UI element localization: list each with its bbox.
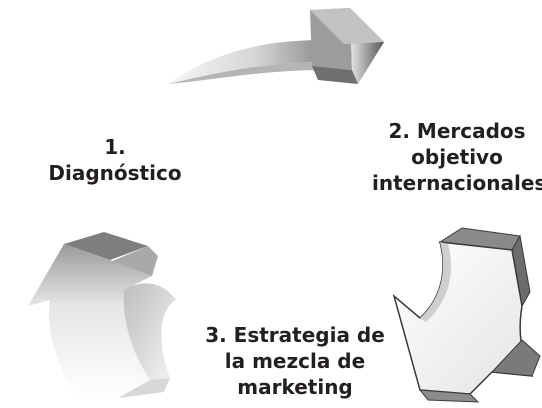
arrow-left <box>28 232 176 398</box>
step-1-text: Diagnóstico <box>48 161 182 185</box>
step-1-number: 1. <box>104 135 126 159</box>
step-3-label: 3. Estrategia de la mezcla de marketing <box>200 322 390 400</box>
step-3-line-1: 3. Estrategia de <box>205 323 385 347</box>
step-2-line-1: 2. Mercados <box>388 119 526 143</box>
step-3-line-3: marketing <box>237 375 353 399</box>
step-3-line-2: la mezcla de <box>224 349 366 373</box>
step-1-label: 1. Diagnóstico <box>40 134 190 186</box>
arrow-top <box>168 8 384 84</box>
step-2-line-3: internacionales <box>372 171 542 195</box>
arrow-right <box>392 227 541 403</box>
step-2-line-2: objetivo <box>411 145 503 169</box>
step-2-label: 2. Mercados objetivo internacionales <box>372 118 542 196</box>
